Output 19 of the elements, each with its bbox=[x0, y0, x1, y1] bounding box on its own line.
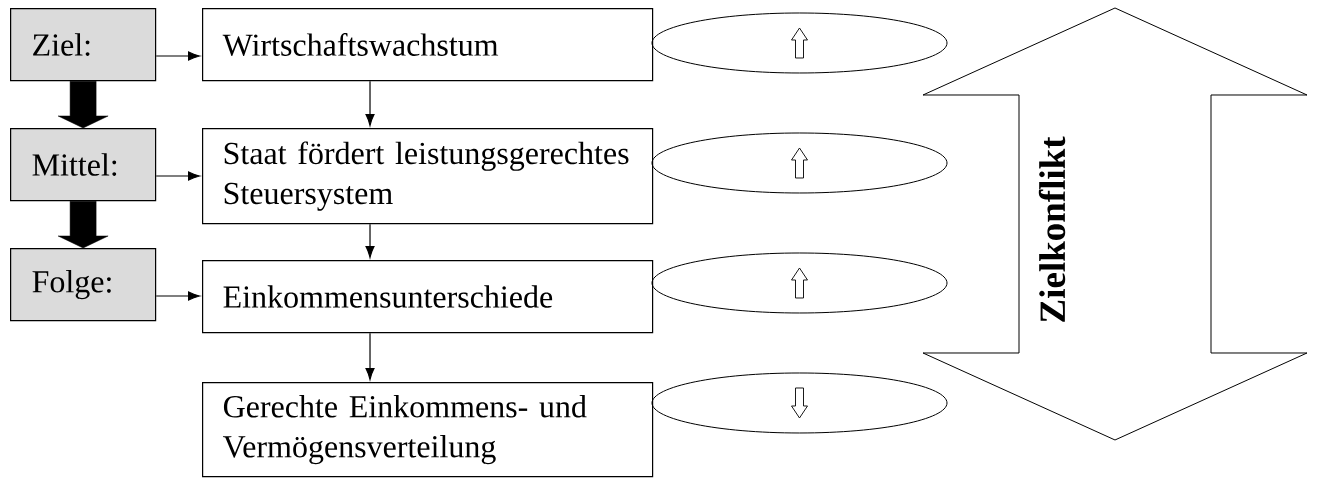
process-box: Einkommensunterschiede bbox=[202, 260, 654, 334]
ellipse bbox=[651, 12, 948, 74]
arrow bbox=[155, 51, 200, 61]
label-box: Folge: bbox=[10, 248, 157, 322]
label-box: Mittel: bbox=[10, 128, 157, 202]
process-box: Gerechte Einkommens- und Vermögensverteilung bbox=[202, 382, 654, 478]
process-box: Wirtschaftswachstum bbox=[202, 8, 654, 82]
process-box: Staat fördert leistungsgerechtes Steuersystem bbox=[202, 128, 654, 225]
block-arrow bbox=[57, 200, 109, 249]
ellipse bbox=[651, 252, 948, 314]
ellipse bbox=[651, 372, 948, 434]
label-box: Ziel: bbox=[10, 8, 157, 82]
arrow bbox=[365, 80, 375, 126]
arrow bbox=[365, 332, 375, 380]
arrow bbox=[365, 223, 375, 258]
arrow bbox=[155, 171, 200, 181]
block-arrow bbox=[57, 80, 109, 129]
ellipse bbox=[651, 132, 948, 194]
arrow bbox=[155, 291, 200, 301]
